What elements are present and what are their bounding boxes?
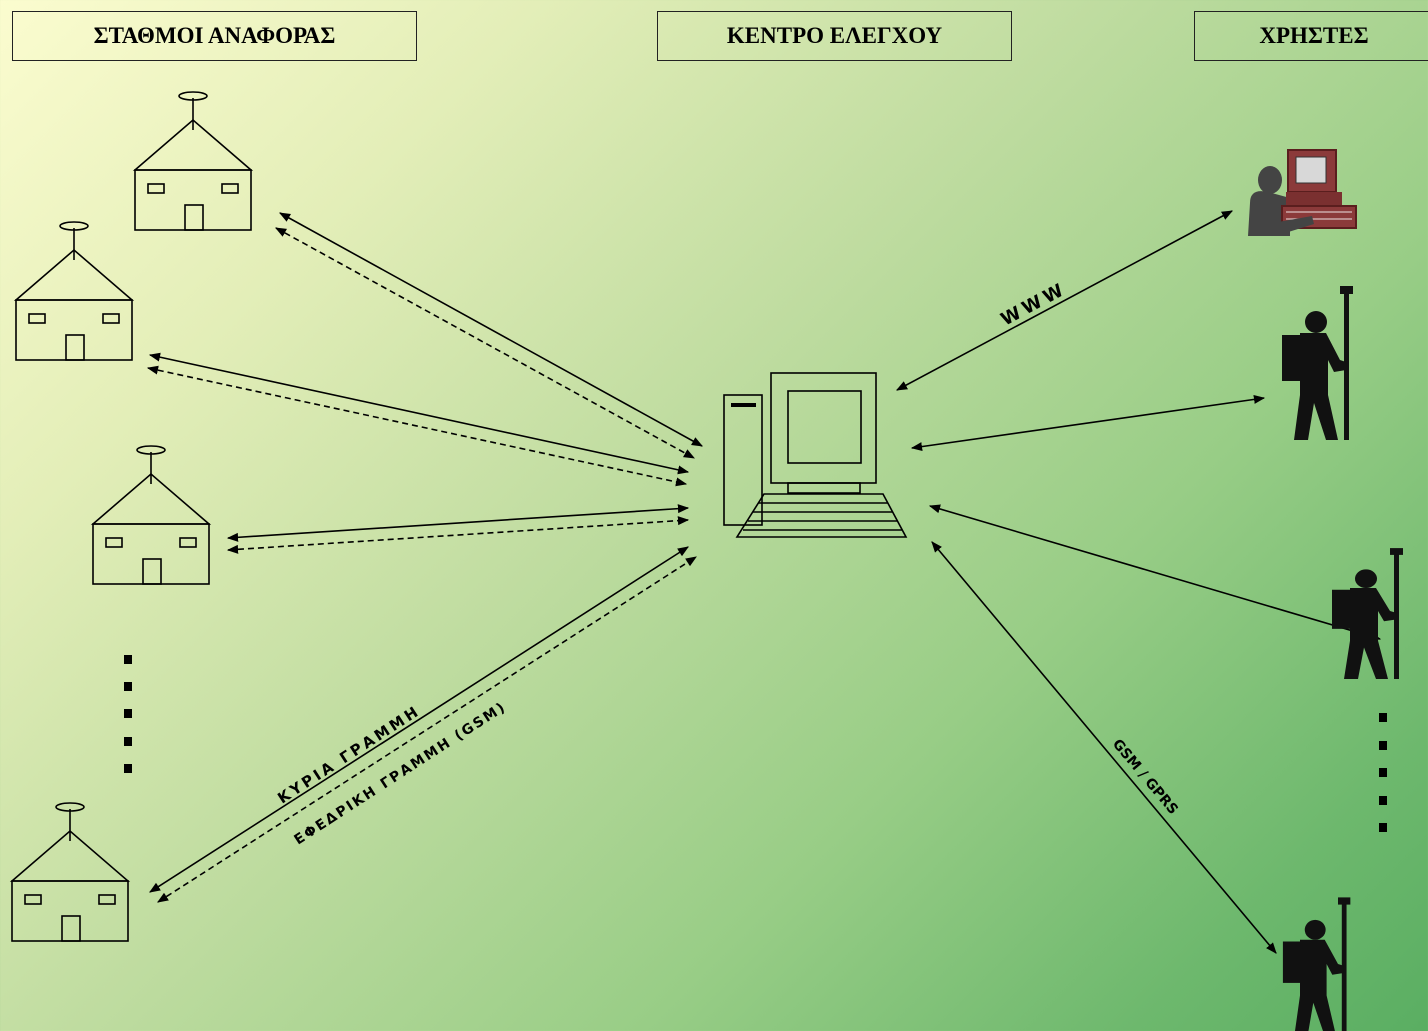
station-icon-4 (12, 803, 128, 941)
computer-icon (724, 373, 906, 537)
computer-user-icon (1248, 150, 1356, 236)
ellipsis-dots-users (1379, 713, 1387, 832)
surveyor-icon-1 (1282, 286, 1353, 440)
label-www: WWW (997, 278, 1070, 330)
ellipsis-dots-stations (124, 655, 132, 773)
surveyor-icon-2 (1332, 548, 1403, 679)
station-icon-1 (135, 92, 251, 230)
station-icon-3 (93, 446, 209, 584)
station-links (148, 213, 702, 902)
station-icon-2 (16, 222, 132, 360)
surveyor-icon-3 (1283, 897, 1350, 1031)
label-gsm-gprs: GSM / GPRS (1109, 736, 1181, 818)
label-main-line: ΚΥΡΙΑ ΓΡΑΜΜΗ (274, 702, 423, 808)
